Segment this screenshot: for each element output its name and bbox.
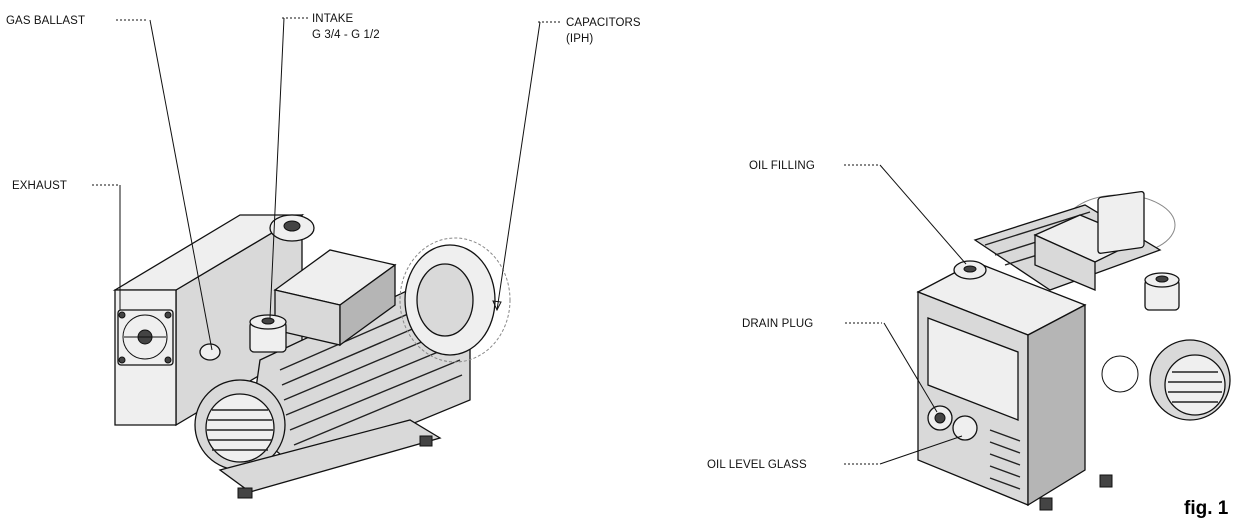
- callout-intake-thread: G 3/4 - G 1/2: [312, 29, 380, 41]
- left-pump-illustration: [112, 213, 511, 499]
- callout-capacitors-phase: (IPH): [566, 33, 593, 45]
- callout-oil-level-glass: OIL LEVEL GLASS: [707, 459, 807, 471]
- callout-intake-title: INTAKE: [312, 13, 354, 25]
- callout-exhaust: EXHAUST: [12, 180, 67, 192]
- callout-gas-ballast: GAS BALLAST: [6, 15, 85, 27]
- callout-oil-filling: OIL FILLING: [749, 160, 815, 172]
- figure-label: fig. 1: [1184, 498, 1229, 519]
- leader-lines: [92, 17, 967, 465]
- callout-capacitors: CAPACITORS: [566, 17, 641, 29]
- callout-drain-plug: DRAIN PLUG: [742, 318, 813, 330]
- right-pump-illustration: [916, 190, 1231, 511]
